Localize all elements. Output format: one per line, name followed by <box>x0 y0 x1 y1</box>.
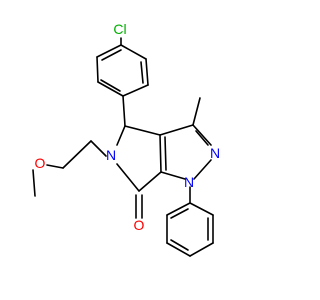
bond <box>192 124 212 146</box>
structure-canvas: Cl N N N O O <box>32 21 220 257</box>
bond <box>116 125 126 146</box>
molecule-drawing: Cl N N N O O <box>32 21 220 257</box>
bond <box>96 44 122 58</box>
atom-label-n: N <box>184 174 194 190</box>
atom-label-o: O <box>134 217 145 233</box>
bonds <box>32 37 214 257</box>
bond <box>124 125 161 136</box>
bond <box>170 208 189 219</box>
bond <box>100 79 121 92</box>
atom-label-cl: Cl <box>113 21 126 37</box>
bond <box>46 164 64 169</box>
bond <box>138 171 162 192</box>
bond <box>166 242 191 257</box>
bond <box>192 97 201 126</box>
atom-label-o: O <box>35 155 46 171</box>
atom-label-n: N <box>106 147 116 163</box>
bond <box>195 130 209 146</box>
bond <box>116 163 140 192</box>
bond <box>193 159 212 180</box>
bond <box>189 202 214 216</box>
bond <box>189 242 214 257</box>
bond <box>90 140 107 157</box>
bond <box>160 171 186 180</box>
bond <box>96 56 99 83</box>
bond <box>170 239 189 251</box>
bond <box>97 81 124 97</box>
bond <box>166 202 191 216</box>
bond <box>145 58 149 86</box>
bond <box>164 136 167 171</box>
bond <box>120 44 147 60</box>
bond <box>159 124 194 136</box>
atom-label-n: N <box>210 145 220 161</box>
bond <box>140 61 144 84</box>
bond <box>101 49 122 61</box>
bond <box>122 84 149 97</box>
bond <box>122 95 126 127</box>
bond <box>32 169 36 197</box>
bond <box>62 140 92 169</box>
bond <box>159 134 162 173</box>
